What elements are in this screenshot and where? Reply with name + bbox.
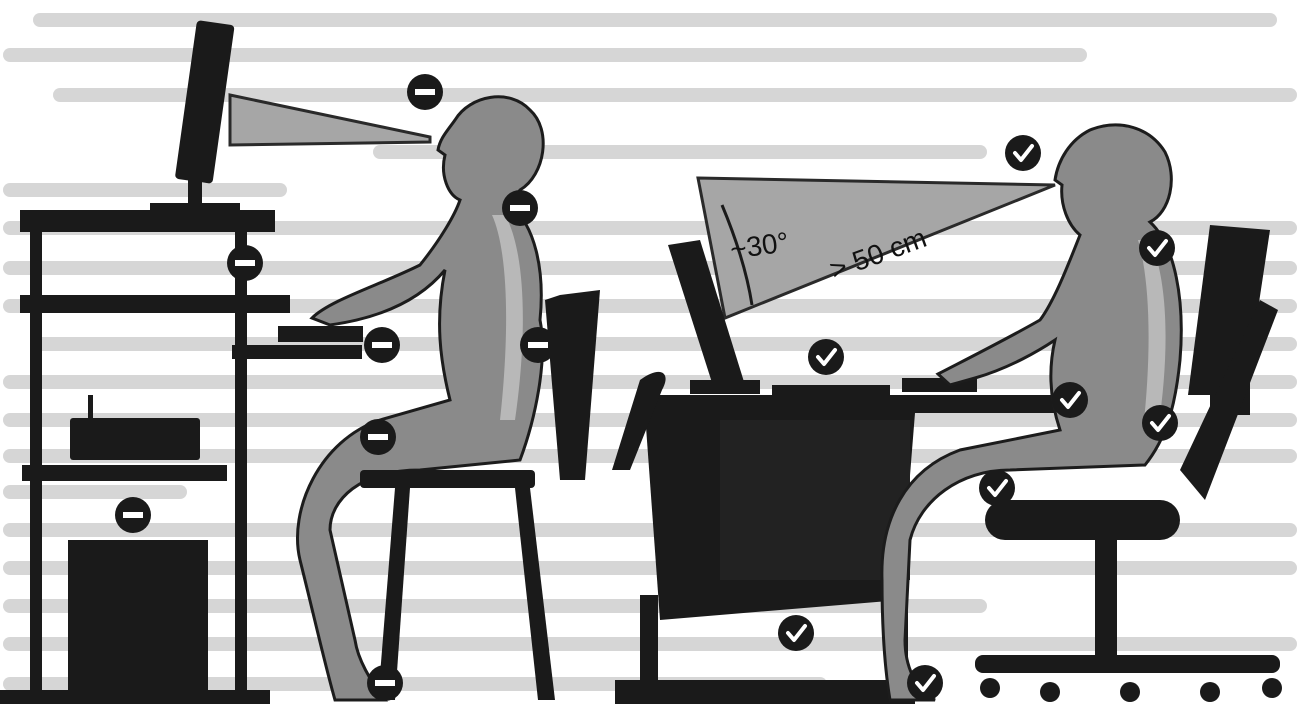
check-circle-icon — [1005, 135, 1041, 171]
pc-tower — [68, 540, 208, 700]
check-circle-icon — [1142, 405, 1178, 441]
check-circle-icon — [778, 615, 814, 651]
minus-circle-icon — [115, 497, 151, 533]
minus-circle-icon — [227, 245, 263, 281]
printer — [70, 395, 200, 460]
check-circle-icon — [1139, 230, 1175, 266]
minus-circle-icon — [407, 74, 443, 110]
minus-circle-icon — [360, 419, 396, 455]
check-circle-icon — [1052, 382, 1088, 418]
check-circle-icon — [808, 339, 844, 375]
minus-circle-icon — [502, 190, 538, 226]
check-circle-icon — [979, 470, 1015, 506]
minus-circle-icon — [367, 665, 403, 701]
left-sight-zone — [230, 95, 430, 145]
desk-document-tray — [772, 385, 890, 395]
check-circle-icon — [907, 665, 943, 701]
minus-circle-icon — [364, 327, 400, 363]
minus-circle-icon — [520, 327, 556, 363]
left-keyboard — [278, 326, 363, 342]
